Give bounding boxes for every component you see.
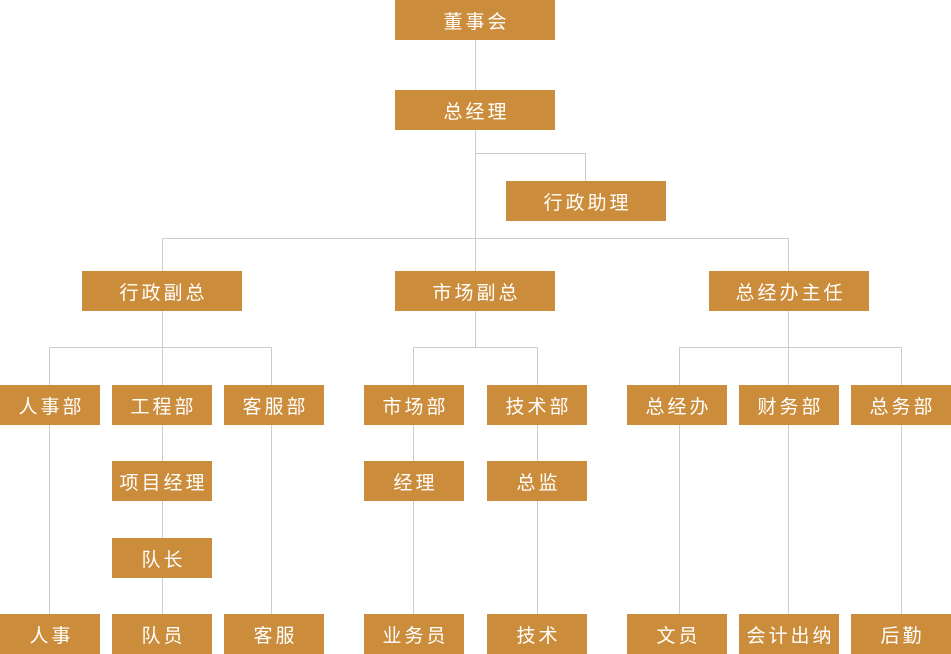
node-tech-staff: 技术 <box>487 614 587 654</box>
node-general-affairs-dept: 总务部 <box>851 385 951 425</box>
node-market-dept: 市场部 <box>364 385 464 425</box>
node-clerk: 文员 <box>627 614 727 654</box>
node-tech-dept: 技术部 <box>487 385 587 425</box>
node-hr-staff: 人事 <box>0 614 100 654</box>
node-project-manager: 项目经理 <box>112 461 212 501</box>
node-logistics: 后勤 <box>851 614 951 654</box>
node-cs-dept: 客服部 <box>224 385 324 425</box>
node-gm: 总经理 <box>395 90 555 130</box>
node-director: 总监 <box>487 461 587 501</box>
node-gm-office-director: 总经办主任 <box>709 271 869 311</box>
node-salesperson: 业务员 <box>364 614 464 654</box>
node-cs-staff: 客服 <box>224 614 324 654</box>
node-eng-dept: 工程部 <box>112 385 212 425</box>
node-team-leader: 队长 <box>112 538 212 578</box>
node-board: 董事会 <box>395 0 555 40</box>
node-team-member: 队员 <box>112 614 212 654</box>
node-manager: 经理 <box>364 461 464 501</box>
node-accountant-cashier: 会计出纳 <box>739 614 839 654</box>
node-finance-dept: 财务部 <box>739 385 839 425</box>
node-hr-dept: 人事部 <box>0 385 100 425</box>
node-admin-assistant: 行政助理 <box>506 181 666 221</box>
node-gm-office: 总经办 <box>627 385 727 425</box>
node-market-vp: 市场副总 <box>395 271 555 311</box>
node-admin-vp: 行政副总 <box>82 271 242 311</box>
